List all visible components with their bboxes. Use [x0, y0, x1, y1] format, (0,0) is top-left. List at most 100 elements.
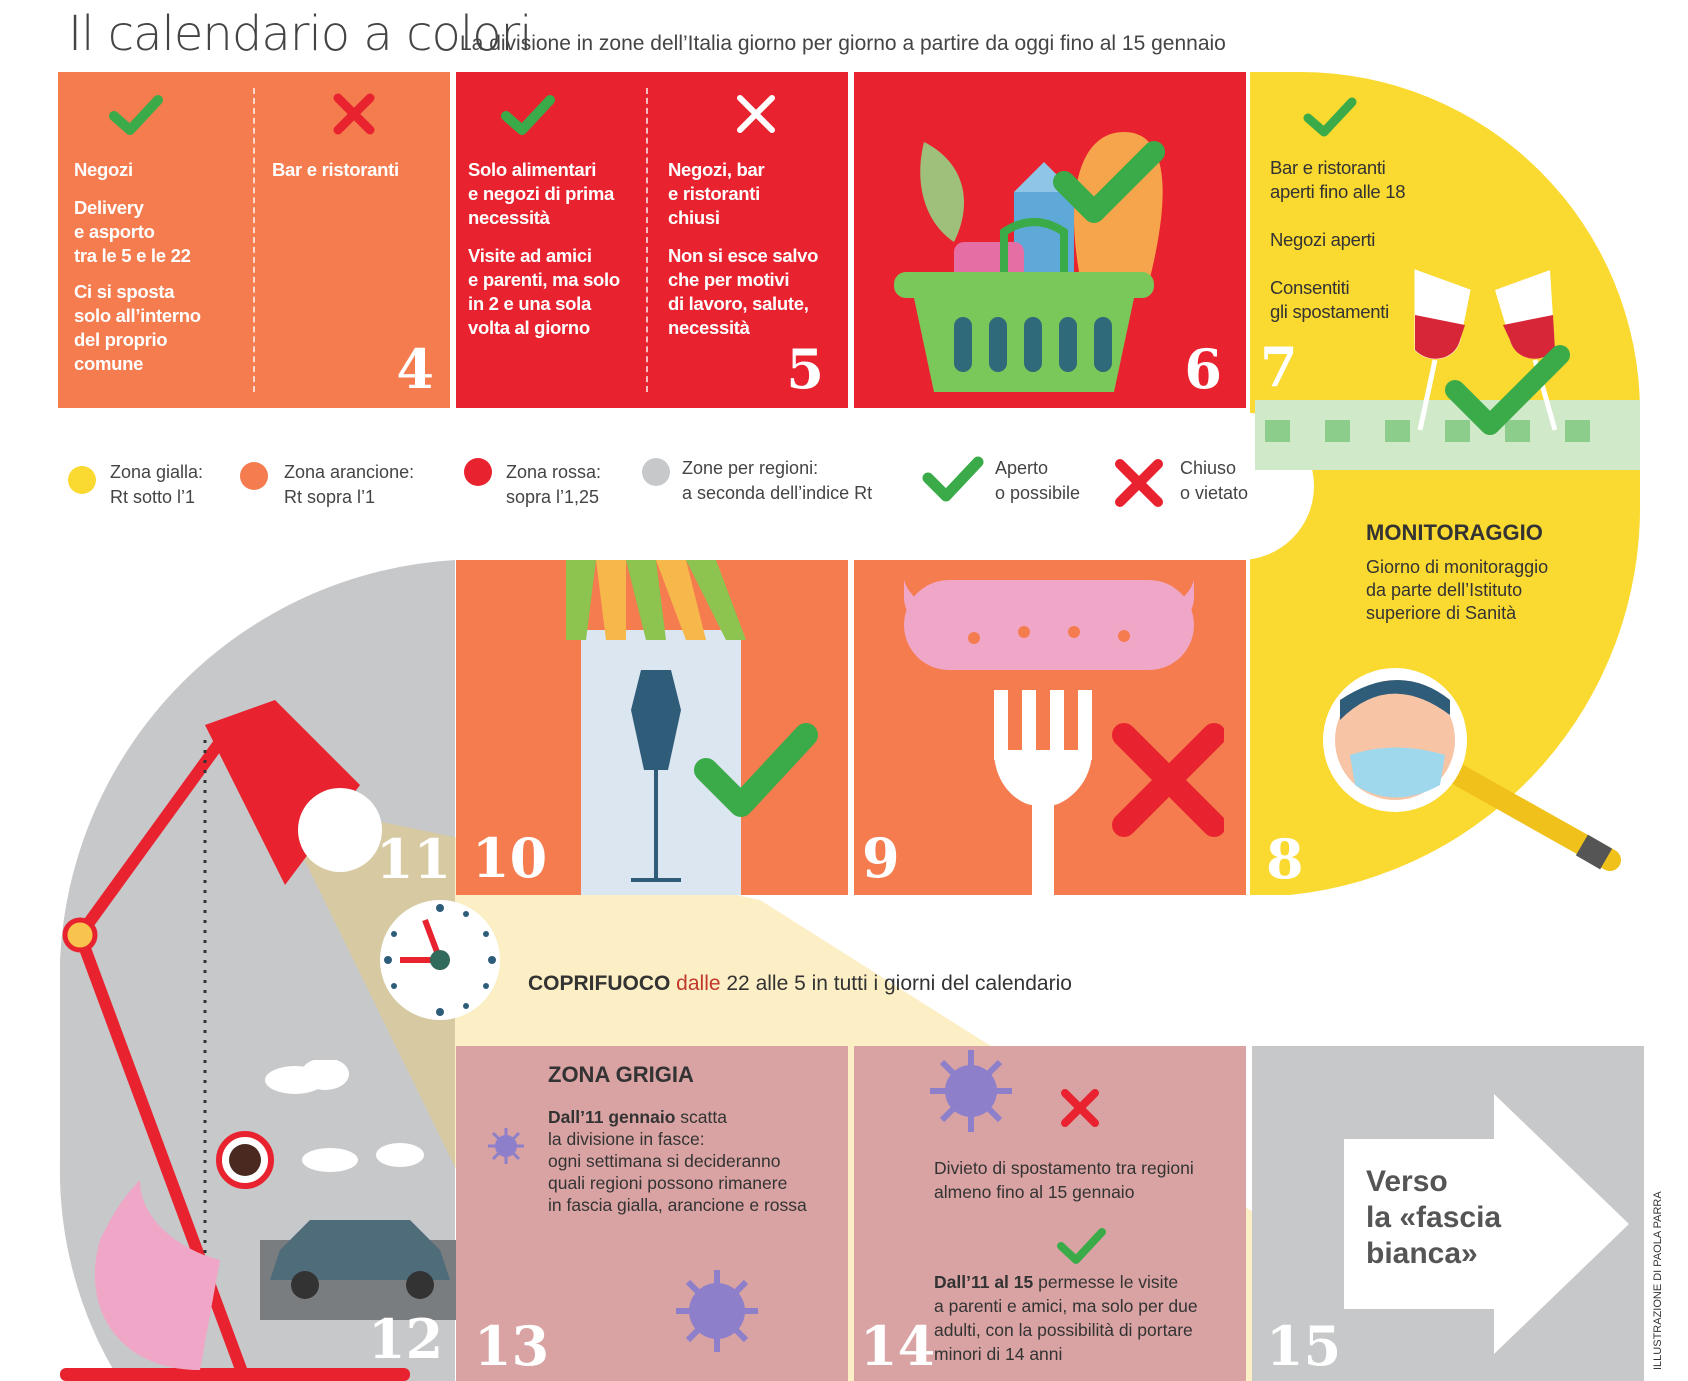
day-13-heading: ZONA GRIGIA	[548, 1062, 694, 1087]
credit: ILLUSTRAZIONE DI PAOLA PARRA	[1652, 1191, 1664, 1370]
day-7-text: Bar e ristoranti aperti fino alle 18 Neg…	[1270, 97, 1490, 324]
arrow-text: Verso la «fascia bianca»	[1366, 1164, 1501, 1272]
curfew-rest: 22 alle 5 in tutti i giorni del calendar…	[720, 972, 1072, 995]
text-line: Divieto di spostamento tra regioni	[934, 1158, 1194, 1178]
day-7-number: 7	[1260, 335, 1298, 399]
legend-line: o vietato	[1180, 483, 1249, 503]
legend-dot-grey	[642, 458, 670, 486]
legend-line: o possibile	[995, 483, 1081, 503]
day-14-open-text: Dall’11 al 15 permesse le visite a paren…	[934, 1270, 1198, 1366]
divider	[253, 88, 255, 392]
legend-line: Rt sotto l’1	[110, 487, 196, 507]
text-line: minori di 14 anni	[934, 1344, 1063, 1364]
day-5-closed-text: Negozi, bar e ristoranti chiusi Non si e…	[668, 158, 838, 340]
sausage-fork-icon	[904, 580, 1224, 895]
legend-red: Zona rossa:sopra l’1,25	[506, 460, 601, 510]
day-11-number: 11	[376, 827, 452, 891]
day-14-closed-text: Divieto di spostamento tra regioni almen…	[934, 1156, 1194, 1204]
magnifier-icon	[1323, 668, 1621, 871]
text-line: bianca»	[1366, 1237, 1478, 1270]
text-line: Bar e ristoranti	[1270, 157, 1386, 178]
text-line: necessità	[468, 207, 550, 228]
wine-glasses-icon	[1255, 269, 1640, 470]
day-15-cell: Verso la «fascia bianca» 15	[1252, 1046, 1644, 1381]
text-line: del proprio	[74, 329, 168, 350]
divider	[646, 88, 648, 392]
text-line: di lavoro, salute,	[668, 293, 809, 314]
text-line: Delivery	[74, 197, 144, 218]
day-12-number: 12	[368, 1307, 444, 1371]
text-line: Verso	[1366, 1165, 1448, 1198]
text-line: in 2 e una sola	[468, 293, 591, 314]
text-line: Ci si sposta	[74, 281, 175, 302]
day-8-number: 8	[1266, 827, 1304, 891]
legend-grey: Zone per regioni:a seconda dell’indice R…	[682, 456, 872, 506]
text-line: solo all’interno	[74, 305, 201, 326]
day-14-cell: Divieto di spostamento tra regioni almen…	[854, 1046, 1246, 1381]
text-line: e ristoranti	[668, 183, 761, 204]
day-6-cell: 6	[854, 72, 1246, 408]
day-15-number: 15	[1266, 1314, 1342, 1378]
text-line: necessità	[668, 317, 750, 338]
text-line: la «fascia	[1366, 1201, 1502, 1234]
legend-line: Rt sopra l’1	[284, 487, 376, 507]
legend-open: Aperto o possibile	[995, 456, 1080, 506]
day-8-text: MONITORAGGIO Giorno di monitoraggio da p…	[1366, 520, 1548, 625]
cross-icon	[333, 93, 375, 135]
day-13-text: Dall’11 gennaio scatta la divisione in f…	[548, 1106, 807, 1216]
car-hand-icon	[94, 1060, 460, 1370]
day-4-closed-text: Bar e ristoranti	[272, 159, 399, 180]
check-icon	[1057, 1228, 1106, 1264]
text-line: almeno fino al 15 gennaio	[934, 1182, 1135, 1202]
day-8-heading: MONITORAGGIO	[1366, 520, 1543, 545]
day-13-cell: ZONA GRIGIA Dall’11 gennaio scatta la di…	[456, 1046, 848, 1381]
shop-mannequin-icon	[566, 560, 818, 895]
text-line: Negozi	[74, 159, 133, 180]
text-line: comune	[74, 353, 144, 374]
legend-dot-orange	[240, 462, 268, 490]
day-9-cell: 9	[854, 560, 1246, 895]
text-line: tra le 5 e le 22	[74, 245, 191, 266]
clock-icon	[384, 904, 496, 1016]
legend-line: Zona arancione:	[284, 462, 415, 482]
text-line: Negozi, bar	[668, 159, 765, 180]
cross-icon	[1115, 459, 1163, 507]
text-line: e parenti, ma solo	[468, 269, 620, 290]
day-10-cell: 10	[456, 560, 848, 895]
check-icon	[501, 95, 555, 135]
legend-line: Zone per regioni:	[682, 458, 819, 478]
day-6-number: 6	[1184, 337, 1222, 401]
curfew-highlight: dalle	[670, 972, 721, 995]
day-10-number: 10	[472, 826, 548, 890]
text-line: Non si esce salvo	[668, 245, 819, 266]
text-line: ogni settimana si decideranno	[548, 1151, 781, 1171]
text-line: Giorno di monitoraggio	[1366, 557, 1549, 577]
arrow-icon	[1344, 1094, 1629, 1354]
text-line: superiore di Sanità	[1366, 603, 1517, 623]
text-line: aperti fino alle 18	[1270, 181, 1406, 202]
legend-band	[50, 412, 1314, 560]
check-icon	[1303, 97, 1357, 137]
day-9-number: 9	[862, 826, 900, 890]
day-5-cell: Solo alimentari e negozi di prima necess…	[456, 72, 848, 408]
day-14-number: 14	[860, 1314, 936, 1378]
text-line: in fascia gialla, arancione e rossa	[548, 1195, 807, 1215]
legend-yellow: Zona gialla:Rt sotto l’1	[110, 460, 203, 510]
text-line: la divisione in fasce:	[548, 1129, 705, 1149]
cross-icon	[737, 95, 775, 133]
text-line: adulti, con la possibilità di portare	[934, 1320, 1193, 1340]
grocery-basket-icon	[894, 132, 1165, 392]
day-4-open-text: Negozi Delivery e asporto tra le 5 e le …	[74, 158, 244, 376]
text-line: volta al giorno	[468, 317, 590, 338]
day-5-number: 5	[786, 337, 824, 401]
legend-dot-yellow	[68, 466, 96, 494]
text-line: Solo alimentari	[468, 159, 597, 180]
text-bold: Dall’11 gennaio	[548, 1107, 676, 1127]
legend-line: Aperto	[995, 458, 1049, 478]
text-line: da parte dell’Istituto	[1366, 580, 1523, 600]
text-rest: permesse le visite	[1033, 1272, 1179, 1292]
text-line: Consentiti	[1270, 277, 1350, 298]
desk-lamp-icon	[60, 700, 410, 1381]
